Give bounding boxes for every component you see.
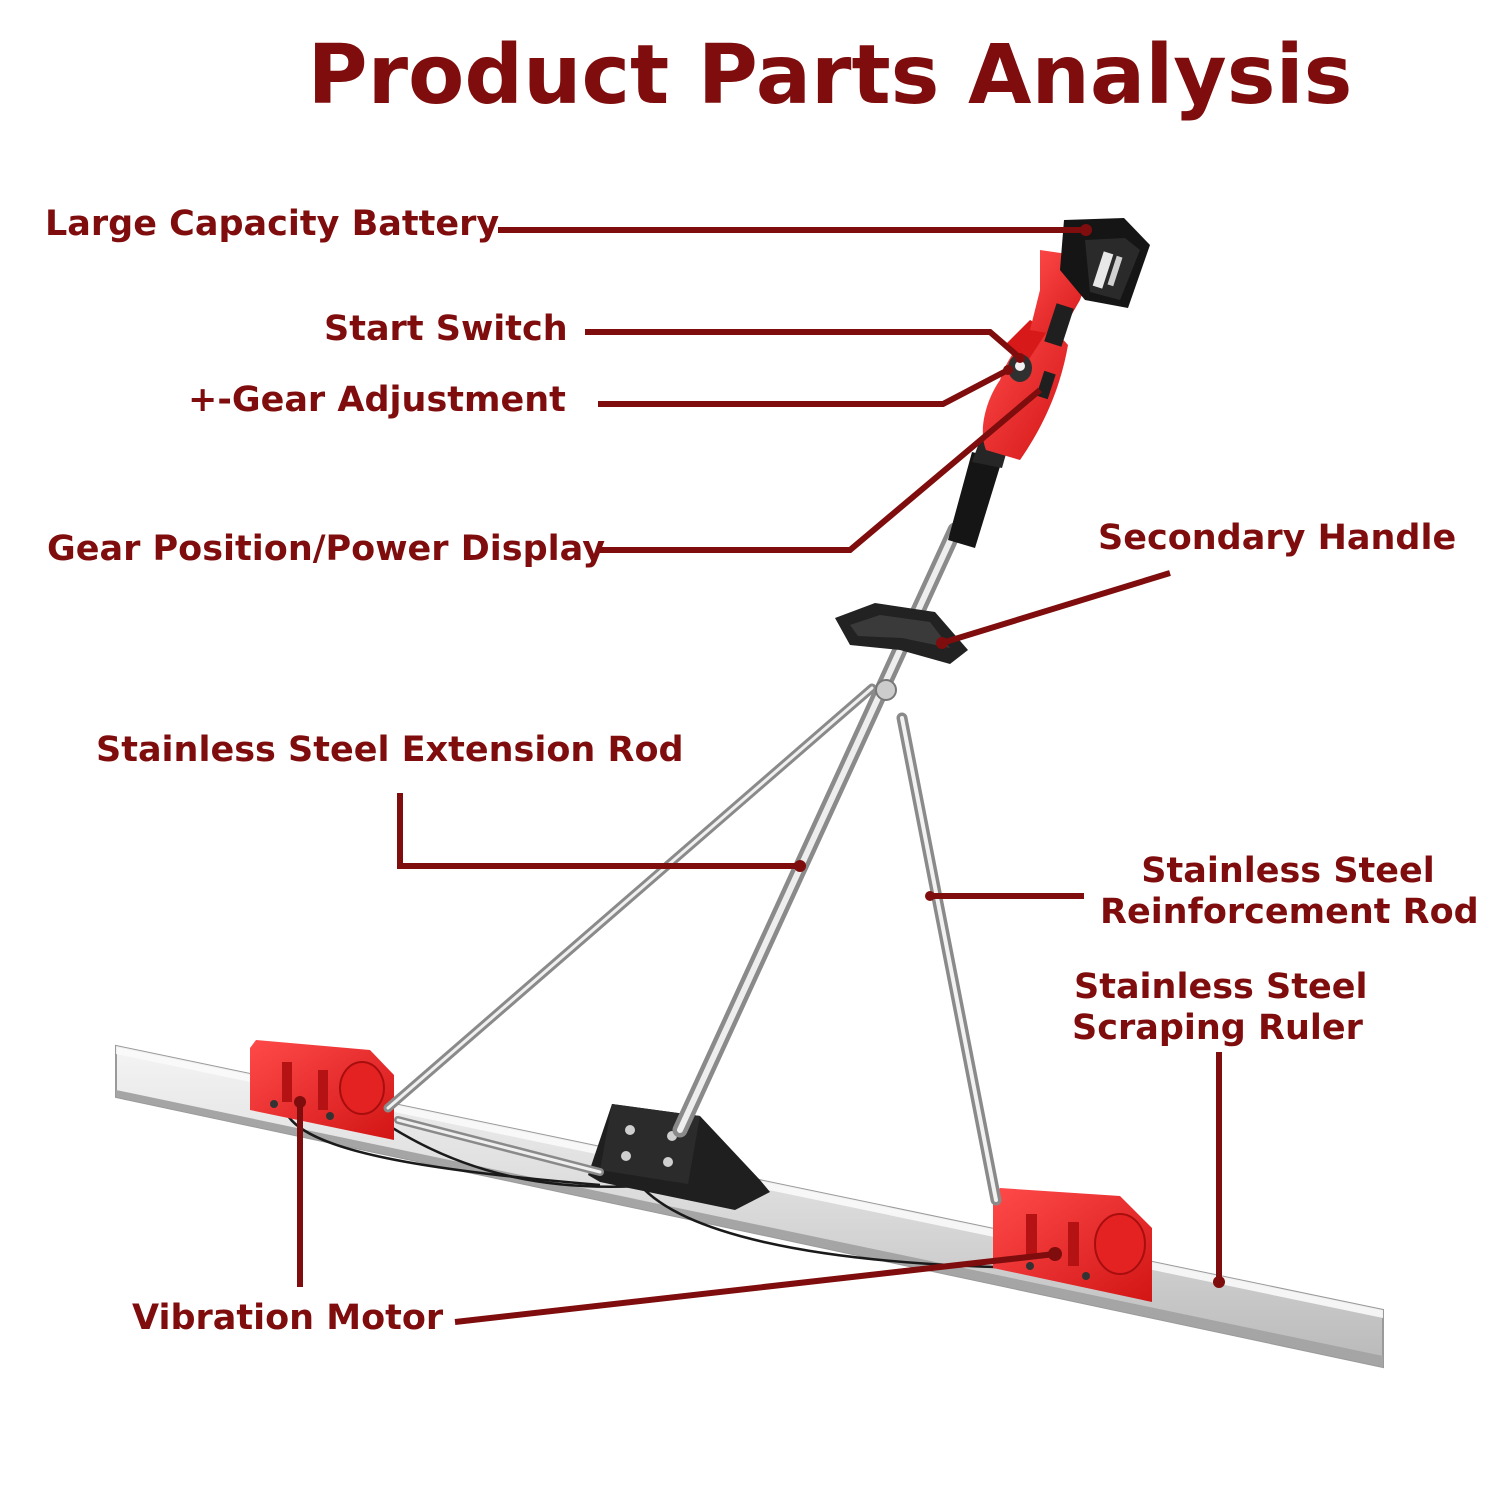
right-motor-block	[993, 1188, 1152, 1302]
leader-vibration-motor	[454, 1251, 1056, 1325]
label-reinforcement-rod-line2: Reinforcement Rod	[1100, 892, 1479, 932]
label-scraping-ruler-line2: Scraping Ruler	[1072, 1008, 1363, 1048]
leader-extension-rod	[397, 793, 800, 869]
label-start-switch: Start Switch	[324, 309, 568, 349]
stainless-rods	[383, 522, 1002, 1206]
leader-display	[598, 387, 1042, 553]
leader-lines	[297, 227, 1222, 1325]
leader-dots	[294, 224, 1225, 1288]
left-motor-block	[250, 1040, 394, 1140]
label-scraping-ruler-line1: Stainless Steel	[1074, 967, 1368, 1007]
label-secondary-handle: Secondary Handle	[1098, 518, 1457, 558]
page-title: Product Parts Analysis	[307, 28, 1353, 123]
label-extension-rod: Stainless Steel Extension Rod	[96, 730, 684, 770]
leader-start-switch	[585, 329, 1022, 361]
label-vibration-motor: Vibration Motor	[132, 1298, 444, 1338]
battery-pack	[1060, 218, 1150, 308]
label-reinforcement-rod-line1: Stainless Steel	[1141, 851, 1435, 891]
secondary-handle	[835, 603, 968, 664]
label-battery: Large Capacity Battery	[45, 204, 500, 244]
label-gear-adjustment: +-Gear Adjustment	[188, 380, 566, 420]
leader-gear-adjustment	[598, 367, 1010, 407]
label-display: Gear Position/Power Display	[47, 529, 606, 569]
leader-secondary-handle	[941, 570, 1171, 646]
